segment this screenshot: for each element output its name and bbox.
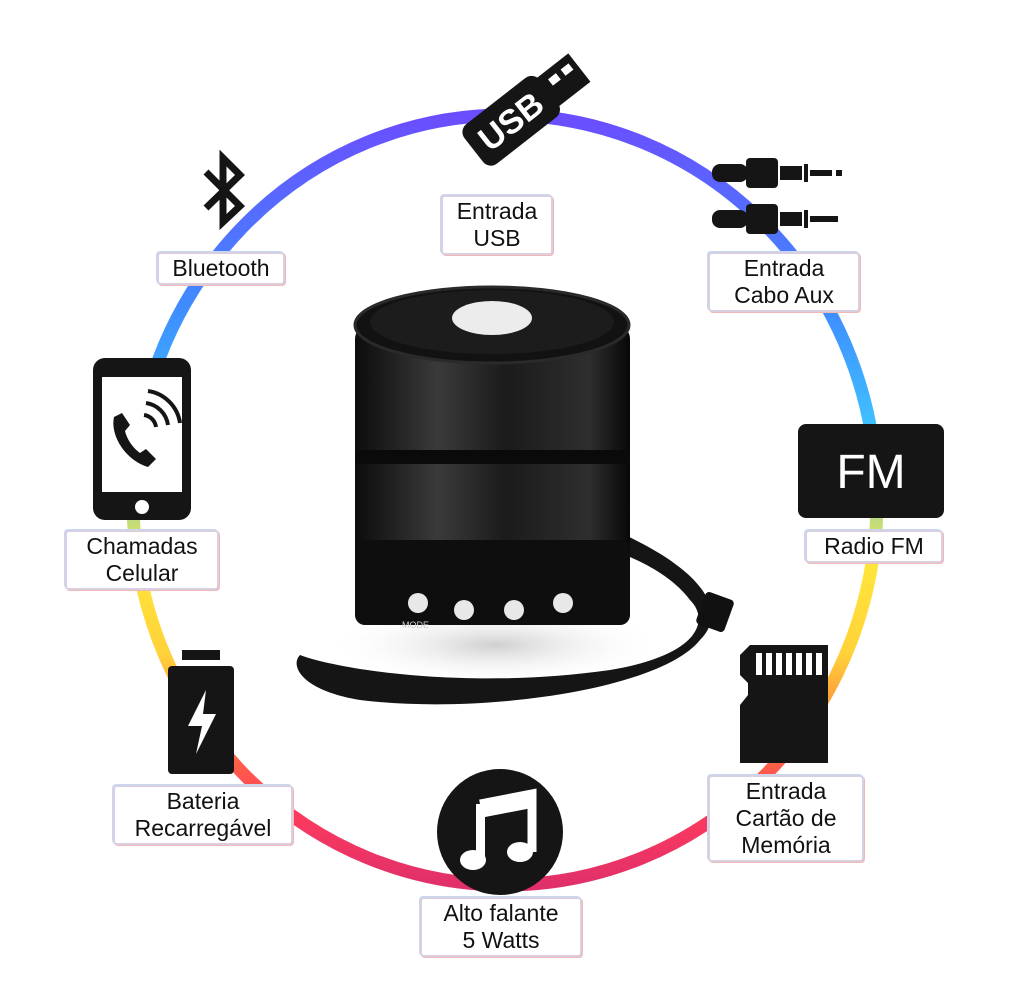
label-memory: Entrada Cartão de Memória bbox=[708, 775, 864, 862]
label-speaker: Alto falante 5 Watts bbox=[420, 897, 582, 957]
label-calls: Chamadas Celular bbox=[65, 530, 219, 590]
usb-icon: USB bbox=[462, 53, 591, 166]
label-bluetooth: Bluetooth bbox=[157, 252, 285, 285]
label-usb: Entrada USB bbox=[441, 195, 553, 255]
memory-card-icon bbox=[740, 645, 828, 763]
label-battery: Bateria Recarregável bbox=[113, 785, 293, 845]
fm-radio-icon: FM bbox=[798, 424, 944, 518]
bluetooth-speaker-image bbox=[296, 285, 734, 705]
label-aux: Entrada Cabo Aux bbox=[708, 252, 860, 312]
bluetooth-icon bbox=[203, 150, 246, 231]
fm-text: FM bbox=[836, 446, 905, 499]
aux-cable-icon bbox=[712, 158, 842, 234]
label-fm: Radio FM bbox=[805, 530, 943, 563]
mode-button-label: MODE bbox=[402, 620, 429, 630]
phone-call-icon bbox=[93, 358, 191, 520]
music-note-icon bbox=[437, 769, 563, 895]
battery-icon bbox=[168, 650, 234, 774]
